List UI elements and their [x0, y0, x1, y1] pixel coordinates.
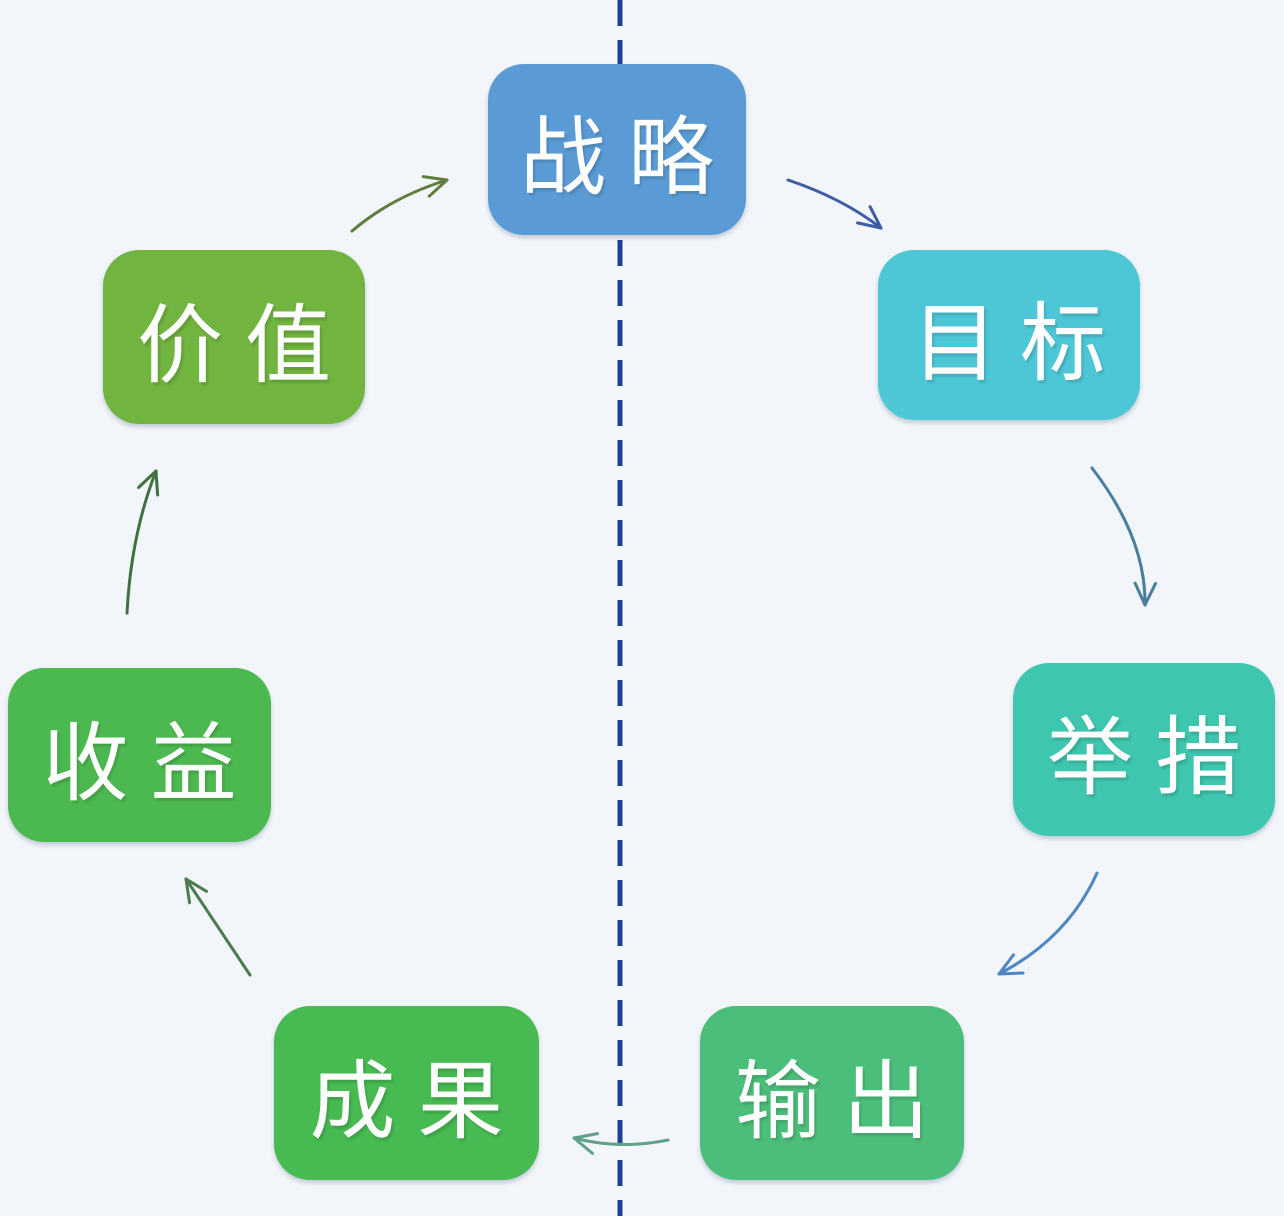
node-benefits: 收益: [8, 668, 271, 842]
arrowhead-output-to-results: [572, 1136, 594, 1155]
node-strategy: 战略: [488, 64, 746, 235]
arrowhead-value-to-strategy: [427, 178, 449, 198]
arrowhead-results-to-benefits: [184, 877, 209, 893]
node-output: 输出: [700, 1006, 964, 1180]
node-benefits-label: 收益: [42, 715, 259, 812]
arrowhead-goals-to-initiatives: [1143, 581, 1158, 607]
node-goals-label: 目标: [912, 295, 1128, 392]
node-strategy-label: 战略: [520, 110, 736, 206]
arrowhead-benefits-to-value: [154, 469, 160, 497]
arrow-goals-to-initiatives: [1090, 466, 1147, 607]
arrow-initiatives-to-output: [997, 871, 1099, 976]
arrowhead-initiatives-to-output: [997, 971, 1025, 976]
arrowhead-output-to-results: [572, 1132, 600, 1140]
arrowhead-initiatives-to-output: [997, 953, 1016, 976]
arrowhead-strategy-to-goals: [868, 205, 883, 230]
arrow-benefits-to-value: [125, 469, 158, 615]
arrow-output-to-results: [572, 1136, 670, 1146]
arrowhead-strategy-to-goals: [856, 221, 883, 230]
node-results-label: 成果: [309, 1053, 526, 1150]
node-value: 价值: [103, 250, 365, 424]
node-value-label: 价值: [137, 297, 353, 394]
arrow-results-to-benefits: [184, 877, 252, 977]
arrowhead-goals-to-initiatives: [1133, 581, 1147, 607]
node-output-label: 输出: [735, 1053, 951, 1150]
arrowhead-results-to-benefits: [184, 877, 192, 905]
node-initiatives-label: 举措: [1047, 710, 1263, 806]
arrowhead-value-to-strategy: [421, 175, 449, 182]
node-goals: 目标: [878, 250, 1140, 420]
arrow-strategy-to-goals: [786, 178, 883, 230]
node-initiatives: 举措: [1013, 663, 1275, 836]
arrowhead-benefits-to-value: [137, 469, 158, 490]
node-results: 成果: [274, 1006, 539, 1180]
arrow-value-to-strategy: [350, 178, 449, 233]
